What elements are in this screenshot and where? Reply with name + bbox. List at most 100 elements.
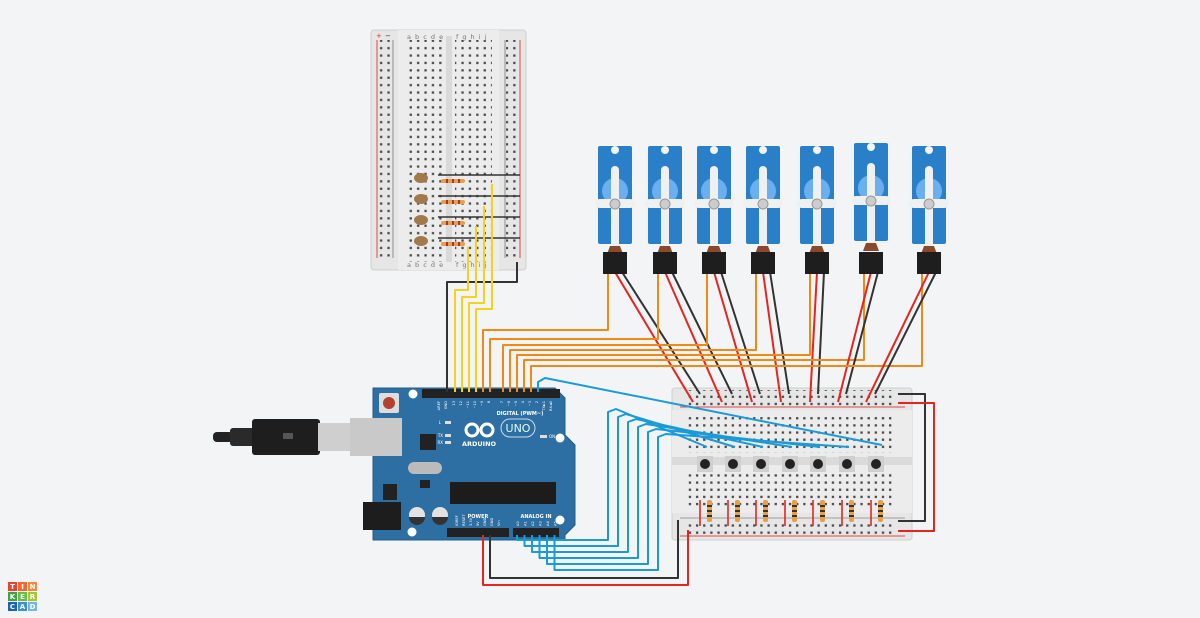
logo-letter: R bbox=[28, 592, 37, 601]
power-header[interactable] bbox=[447, 528, 509, 537]
digital-label: DIGITAL (PWM~) bbox=[497, 411, 544, 417]
logo-letter: D bbox=[28, 602, 37, 611]
resistor bbox=[870, 500, 883, 526]
wire-led-4 bbox=[475, 184, 493, 392]
column-labels-right-bottom: f g h i j bbox=[456, 261, 487, 269]
digital-pin-label: 8 bbox=[487, 400, 491, 403]
led-group bbox=[414, 173, 520, 246]
plus-label: + bbox=[376, 32, 382, 40]
led-rx-label: RX bbox=[437, 440, 443, 445]
analog-pin-label: A5 bbox=[554, 521, 558, 526]
servo-motor bbox=[797, 146, 837, 274]
wire-button-analog bbox=[553, 433, 850, 571]
led-body bbox=[414, 194, 428, 204]
wire-servo-ground bbox=[621, 271, 701, 395]
wire-led-3 bbox=[468, 206, 485, 392]
power-pin-label: IOREF bbox=[455, 515, 459, 526]
led bbox=[414, 236, 520, 246]
resistor bbox=[727, 500, 740, 526]
pushbutton bbox=[839, 456, 855, 472]
pushbutton bbox=[697, 456, 713, 472]
board-brand: ARDUINO bbox=[462, 440, 497, 448]
power-pin-label: 3.3V bbox=[469, 517, 473, 526]
servo-motor bbox=[851, 143, 891, 274]
usb-port bbox=[350, 418, 402, 456]
usb-icon bbox=[283, 433, 293, 439]
servo-motor bbox=[645, 146, 685, 274]
digital-header[interactable] bbox=[422, 389, 560, 398]
analog-pin-label: A0 bbox=[516, 521, 520, 526]
servo-motor bbox=[743, 146, 783, 274]
servo-connector bbox=[859, 252, 883, 274]
digital-pin-label: ~11 bbox=[466, 401, 470, 409]
column-labels-left-bottom: a b c d e bbox=[407, 261, 444, 269]
digital-pin-label: ~9 bbox=[480, 400, 484, 406]
led bbox=[414, 194, 520, 204]
logo-letter: E bbox=[18, 592, 27, 601]
power-pin-label: 5V bbox=[476, 521, 480, 526]
pushbutton bbox=[868, 456, 884, 472]
wire-servo-signal bbox=[530, 272, 923, 392]
wire-button-analog bbox=[523, 413, 736, 547]
pushbutton-cap bbox=[785, 459, 795, 469]
wire-servo-signal bbox=[489, 272, 659, 392]
power-pin-label: RESET bbox=[462, 514, 466, 526]
wire-servo-power bbox=[713, 271, 753, 403]
logo-letter: T bbox=[8, 582, 17, 591]
pushbutton-group bbox=[697, 456, 884, 472]
digital-pin-label: ~3 bbox=[528, 401, 532, 406]
wire-rail-power-jumper bbox=[898, 402, 935, 532]
logo-letter: N bbox=[28, 582, 37, 591]
wire-button-pin2 bbox=[537, 377, 883, 446]
pushbutton bbox=[725, 456, 741, 472]
analog-pin-label: A1 bbox=[524, 521, 528, 526]
atmega-chip bbox=[450, 482, 556, 504]
column-labels-right: f g h i j bbox=[456, 33, 487, 41]
wire-button-analog bbox=[531, 418, 764, 553]
pushbutton-cap bbox=[728, 459, 738, 469]
wire-servo-signal bbox=[509, 272, 757, 392]
power-pin-label: Vin bbox=[497, 520, 501, 526]
wire-led-2 bbox=[461, 226, 477, 392]
breadboard-top[interactable]: + − a b c d e f g h i j a b c d e f g h … bbox=[370, 29, 527, 271]
pushbutton-cap bbox=[842, 459, 852, 469]
power-pin-label: GND bbox=[483, 518, 487, 526]
wire-servo-power bbox=[762, 271, 782, 403]
wire-5v bbox=[482, 530, 689, 586]
analog-label: ANALOG IN bbox=[520, 514, 551, 520]
logo-letter: C bbox=[8, 602, 17, 611]
pushbutton-cap bbox=[813, 459, 823, 469]
wire-servo-power bbox=[664, 271, 723, 403]
wire-ground-top bbox=[446, 262, 518, 392]
digital-pin-label: 7 bbox=[500, 401, 504, 403]
power-pin-label: GND bbox=[490, 518, 494, 526]
wire-servo-power bbox=[837, 271, 872, 403]
digital-pin-label: 13 bbox=[452, 401, 456, 406]
digital-pin-label: ~6 bbox=[507, 400, 511, 406]
resistor bbox=[699, 500, 712, 526]
servo-motor bbox=[909, 146, 949, 274]
led bbox=[414, 215, 520, 225]
wire-servo-ground bbox=[874, 271, 937, 395]
led-l-label: L bbox=[439, 420, 442, 425]
wire-servo-ground bbox=[671, 271, 733, 395]
wire-servo-power bbox=[614, 271, 694, 403]
led-body bbox=[414, 215, 428, 225]
analog-header[interactable] bbox=[513, 528, 559, 537]
analog-pin-label: A2 bbox=[531, 521, 535, 526]
logo-letter: A bbox=[18, 602, 27, 611]
wire-servo-signal bbox=[523, 272, 865, 392]
power-label: POWER bbox=[468, 514, 489, 520]
pushbutton-cap bbox=[756, 459, 766, 469]
pushbutton bbox=[753, 456, 769, 472]
led-body bbox=[414, 236, 428, 246]
wires[interactable] bbox=[446, 184, 937, 586]
arduino-uno[interactable]: UNO ARDUINO DIGITAL (PWM~) POWER ANALOG … bbox=[350, 387, 576, 541]
wire-servo-ground bbox=[769, 271, 790, 395]
resistor bbox=[784, 500, 797, 526]
resistor bbox=[841, 500, 854, 526]
wire-rail-ground-jumper bbox=[898, 393, 926, 522]
